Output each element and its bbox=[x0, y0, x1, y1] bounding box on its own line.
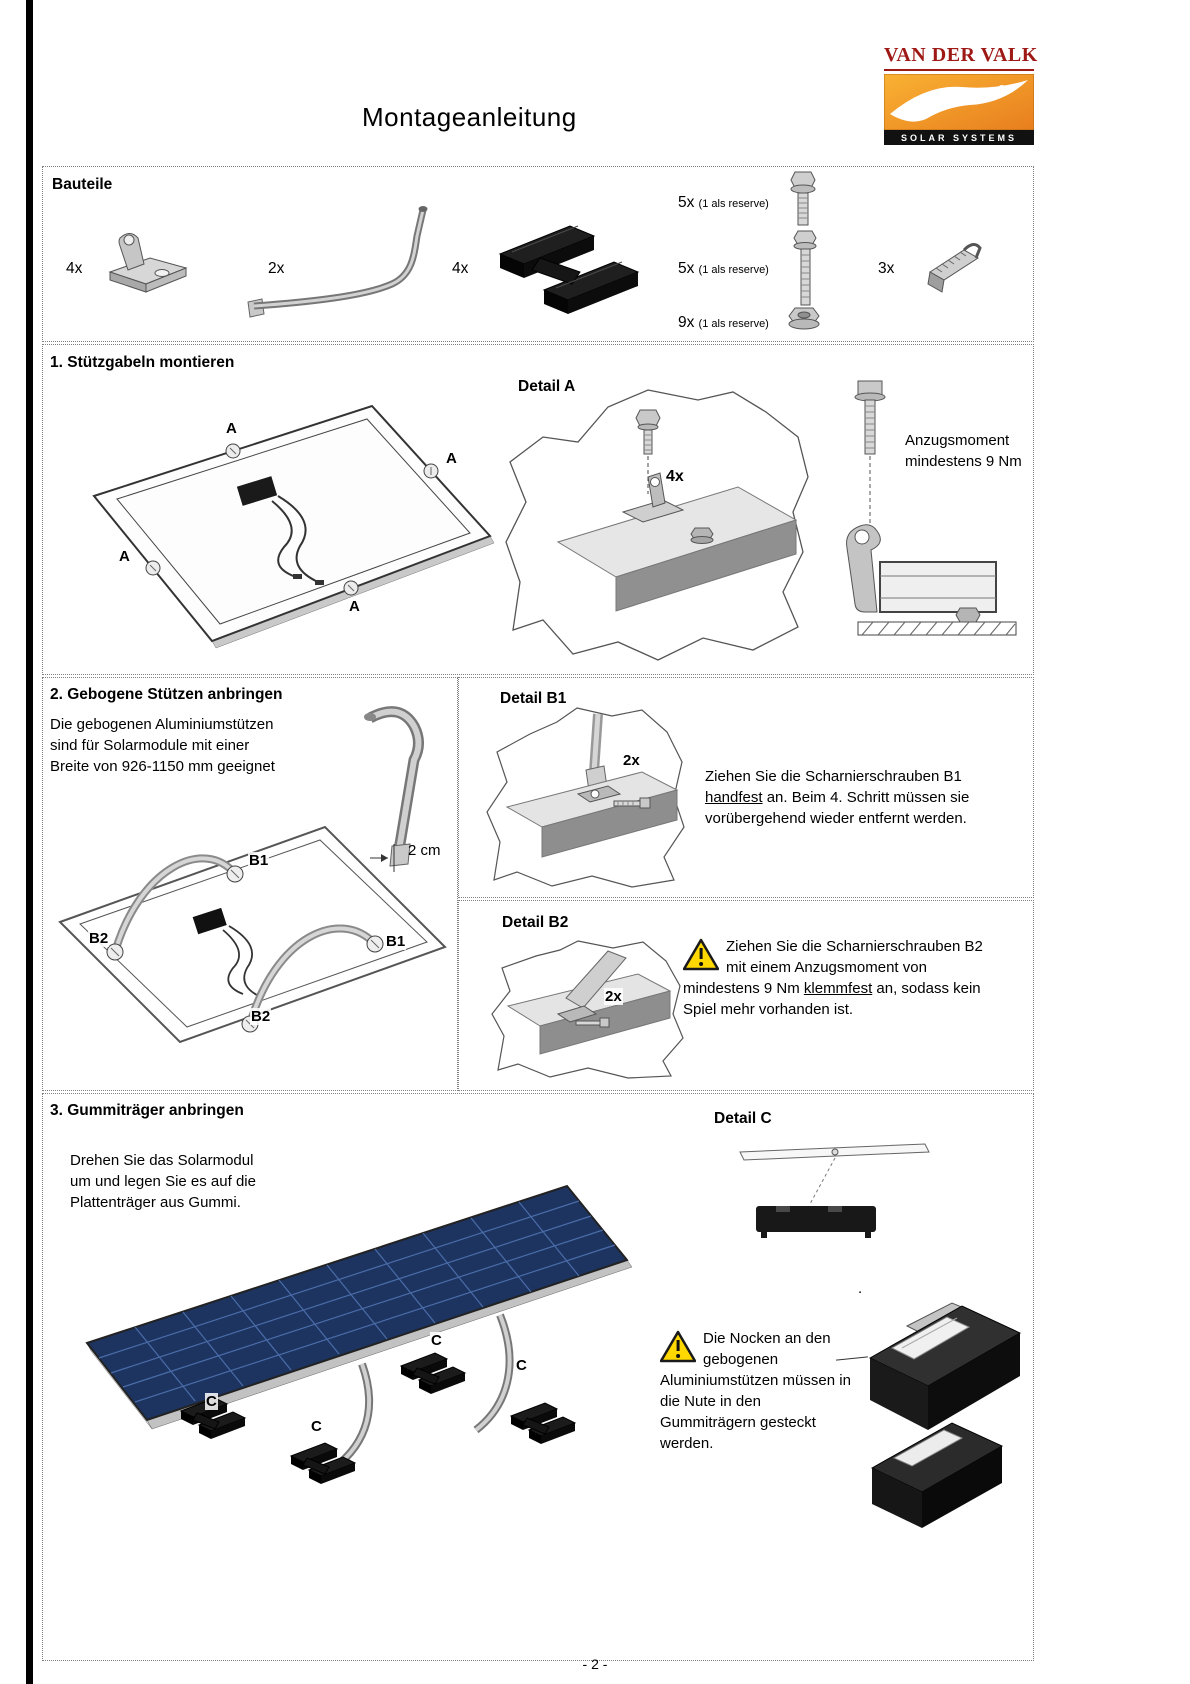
bent-support-part-drawing bbox=[240, 196, 455, 321]
mount-point-label-a1: A bbox=[225, 420, 238, 437]
bauteile-heading: Bauteile bbox=[52, 176, 113, 193]
detail-b1-text: Ziehen Sie die Scharnierschrauben B1 han… bbox=[705, 768, 970, 827]
torque-assembly-drawing bbox=[800, 376, 1030, 666]
hinge-label-b2-bottom: B2 bbox=[250, 1008, 272, 1025]
detail-b1-drawing bbox=[482, 702, 692, 892]
clip-qty: 3x bbox=[878, 260, 895, 277]
mount-point-label-a3: A bbox=[118, 548, 131, 565]
stray-dot: . bbox=[858, 1280, 863, 1297]
support-fork-part-drawing bbox=[98, 224, 198, 299]
detail-a-heading: Detail A bbox=[518, 378, 576, 395]
step2-heading: 2. Gebogene Stützen anbringen bbox=[50, 686, 283, 703]
bent-support-detail-drawing bbox=[310, 698, 460, 876]
step3-intro-line3: Plattenträger aus Gummi. bbox=[70, 1194, 241, 1211]
rubber-carrier-part-drawing bbox=[482, 202, 657, 317]
panel-on-carriers-drawing bbox=[62, 1168, 662, 1538]
detail-c-heading: Detail C bbox=[714, 1110, 772, 1127]
step2-intro-line3: Breite von 926-1150 mm geeignet bbox=[50, 758, 275, 775]
page-title: Montageanleitung bbox=[362, 102, 577, 132]
detail-a-drawing bbox=[498, 382, 818, 672]
hinge-label-b1-top: B1 bbox=[248, 852, 270, 869]
step3-heading: 3. Gummiträger anbringen bbox=[50, 1102, 244, 1119]
section-step3 bbox=[42, 1093, 1034, 1661]
brand-name: VAN DER VALK bbox=[884, 44, 1037, 71]
step2-intro-line1: Die gebogenen Aluminiumstützen bbox=[50, 716, 274, 733]
step1-heading: 1. Stützgabeln montieren bbox=[50, 354, 235, 371]
step2-intro-line2: sind für Solarmodule mit einer bbox=[50, 737, 250, 754]
warning-icon bbox=[683, 938, 719, 971]
base-qty: 4x bbox=[452, 260, 469, 277]
step3-warning: Die Nocken an den gebogenen Aluminiumstü… bbox=[660, 1330, 851, 1452]
section-step1 bbox=[42, 344, 1034, 675]
carrier-label-c3: C bbox=[205, 1393, 218, 1410]
bolt-short-qty: 5x (1 als reserve) bbox=[678, 194, 769, 211]
detail-b2-qty: 2x bbox=[604, 988, 623, 1005]
eagle-logo-icon bbox=[884, 74, 1034, 130]
nut-qty: 9x (1 als reserve) bbox=[678, 314, 769, 331]
step3-intro-line2: um und legen Sie es auf die bbox=[70, 1173, 256, 1190]
flange-nut-drawing bbox=[786, 304, 822, 334]
carrier-label-c1: C bbox=[430, 1332, 443, 1349]
detail-b2-warning: Ziehen Sie die Scharnierschrauben B2 mit… bbox=[683, 938, 983, 1018]
clip-part-drawing bbox=[916, 232, 991, 304]
brand-tagline: SOLAR SYSTEMS bbox=[884, 130, 1034, 145]
flange-bolt-long-drawing bbox=[792, 228, 820, 310]
rod-qty: 2x bbox=[268, 260, 285, 277]
carrier-label-c2: C bbox=[515, 1357, 528, 1374]
flange-bolt-short-drawing bbox=[788, 168, 818, 230]
step3-intro-line1: Drehen Sie das Solarmodul bbox=[70, 1152, 254, 1169]
warning-icon bbox=[660, 1330, 696, 1363]
bracket-qty: 4x bbox=[66, 260, 83, 277]
dim-2cm-label: 2 cm bbox=[408, 842, 441, 859]
detail-a-qty: 4x bbox=[665, 468, 685, 486]
frame-with-supports-drawing bbox=[45, 812, 465, 1087]
section-step2 bbox=[42, 677, 458, 1091]
torque-note-line2: mindestens 9 Nm bbox=[905, 453, 1022, 470]
brand-logo: VAN DER VALK SOLAR SYSTEMS bbox=[884, 44, 1037, 145]
detail-b1-heading: Detail B1 bbox=[500, 690, 567, 707]
mount-point-label-a2: A bbox=[445, 450, 458, 467]
torque-note-line1: Anzugsmoment bbox=[905, 432, 1010, 449]
mount-point-label-a4: A bbox=[348, 598, 361, 615]
detail-b2-drawing bbox=[488, 936, 688, 1081]
solar-module-drawing bbox=[72, 396, 512, 656]
section-detail-b1 bbox=[458, 677, 1034, 898]
detail-b2-heading: Detail B2 bbox=[502, 914, 569, 931]
section-bauteile bbox=[42, 166, 1034, 342]
scan-edge-bar bbox=[26, 0, 33, 1684]
carrier-groove-detail-drawing bbox=[852, 1288, 1037, 1533]
detail-b1-qty: 2x bbox=[622, 752, 641, 769]
page-number: - 2 - bbox=[582, 1656, 608, 1672]
bolt-long-qty: 5x (1 als reserve) bbox=[678, 260, 769, 277]
detail-c-drawing bbox=[730, 1132, 940, 1252]
section-detail-b2 bbox=[458, 900, 1034, 1091]
hinge-label-b1-right: B1 bbox=[385, 933, 407, 950]
hinge-label-b2-left: B2 bbox=[88, 930, 110, 947]
carrier-label-c4: C bbox=[310, 1418, 323, 1435]
